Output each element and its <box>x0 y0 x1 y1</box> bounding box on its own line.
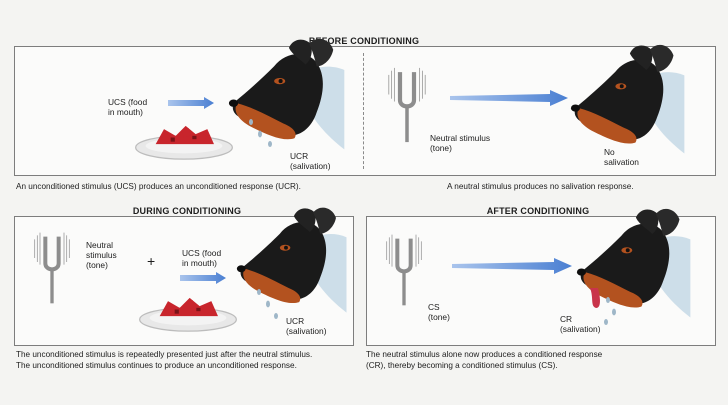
before-heading: BEFORE CONDITIONING <box>308 36 420 46</box>
tuning-fork-icon <box>386 66 428 144</box>
after-caption: The neutral stimulus alone now produces … <box>366 350 602 371</box>
during-caption-line1: The unconditioned stimulus is repeatedly… <box>16 350 313 359</box>
food-plate-illustration <box>138 290 238 334</box>
ucs-food-label: UCS (food in mouth) <box>108 97 148 117</box>
tuning-fork-icon <box>32 230 72 306</box>
cr-salivation-label: CR (salivation) <box>560 314 601 334</box>
tongue-and-saliva <box>590 288 616 325</box>
ucr-salivation-label: UCR (salivation) <box>290 151 331 171</box>
no-salivation-label: No salivation <box>604 147 639 167</box>
dog-before-neutral-illustration <box>570 44 688 154</box>
ucs-arrow <box>168 97 214 109</box>
cs-tone-label: CS (tone) <box>428 302 450 322</box>
during-caption: The unconditioned stimulus is repeatedly… <box>16 350 312 371</box>
panel-divider <box>363 53 364 169</box>
during-neutral-label: Neutral stimulus (tone) <box>86 240 117 270</box>
after-caption-line2: (CR), thereby becoming a conditioned sti… <box>366 360 558 370</box>
saliva-drops <box>257 289 278 319</box>
ucs-arrow <box>180 272 226 284</box>
after-heading: AFTER CONDITIONING <box>486 206 590 216</box>
neutral-arrow <box>450 90 568 106</box>
after-caption-line1: The neutral stimulus alone now produces … <box>366 350 603 359</box>
neutral-stimulus-label: Neutral stimulus (tone) <box>430 133 491 153</box>
plus-sign: + <box>147 253 156 269</box>
saliva-drops <box>249 119 272 147</box>
during-ucs-label: UCS (food in mouth) <box>182 248 222 268</box>
during-heading: DURING CONDITIONING <box>132 206 242 216</box>
before-caption-left: An unconditioned stimulus (UCS) produces… <box>16 182 301 191</box>
during-caption-line2: The unconditioned stimulus continues to … <box>16 360 297 370</box>
food-plate-illustration <box>134 118 234 162</box>
during-ucr-label: UCR (salivation) <box>286 316 327 336</box>
tuning-fork-icon <box>384 232 424 308</box>
cs-arrow <box>452 258 572 274</box>
before-caption-right: A neutral stimulus produces no salivatio… <box>447 182 634 191</box>
